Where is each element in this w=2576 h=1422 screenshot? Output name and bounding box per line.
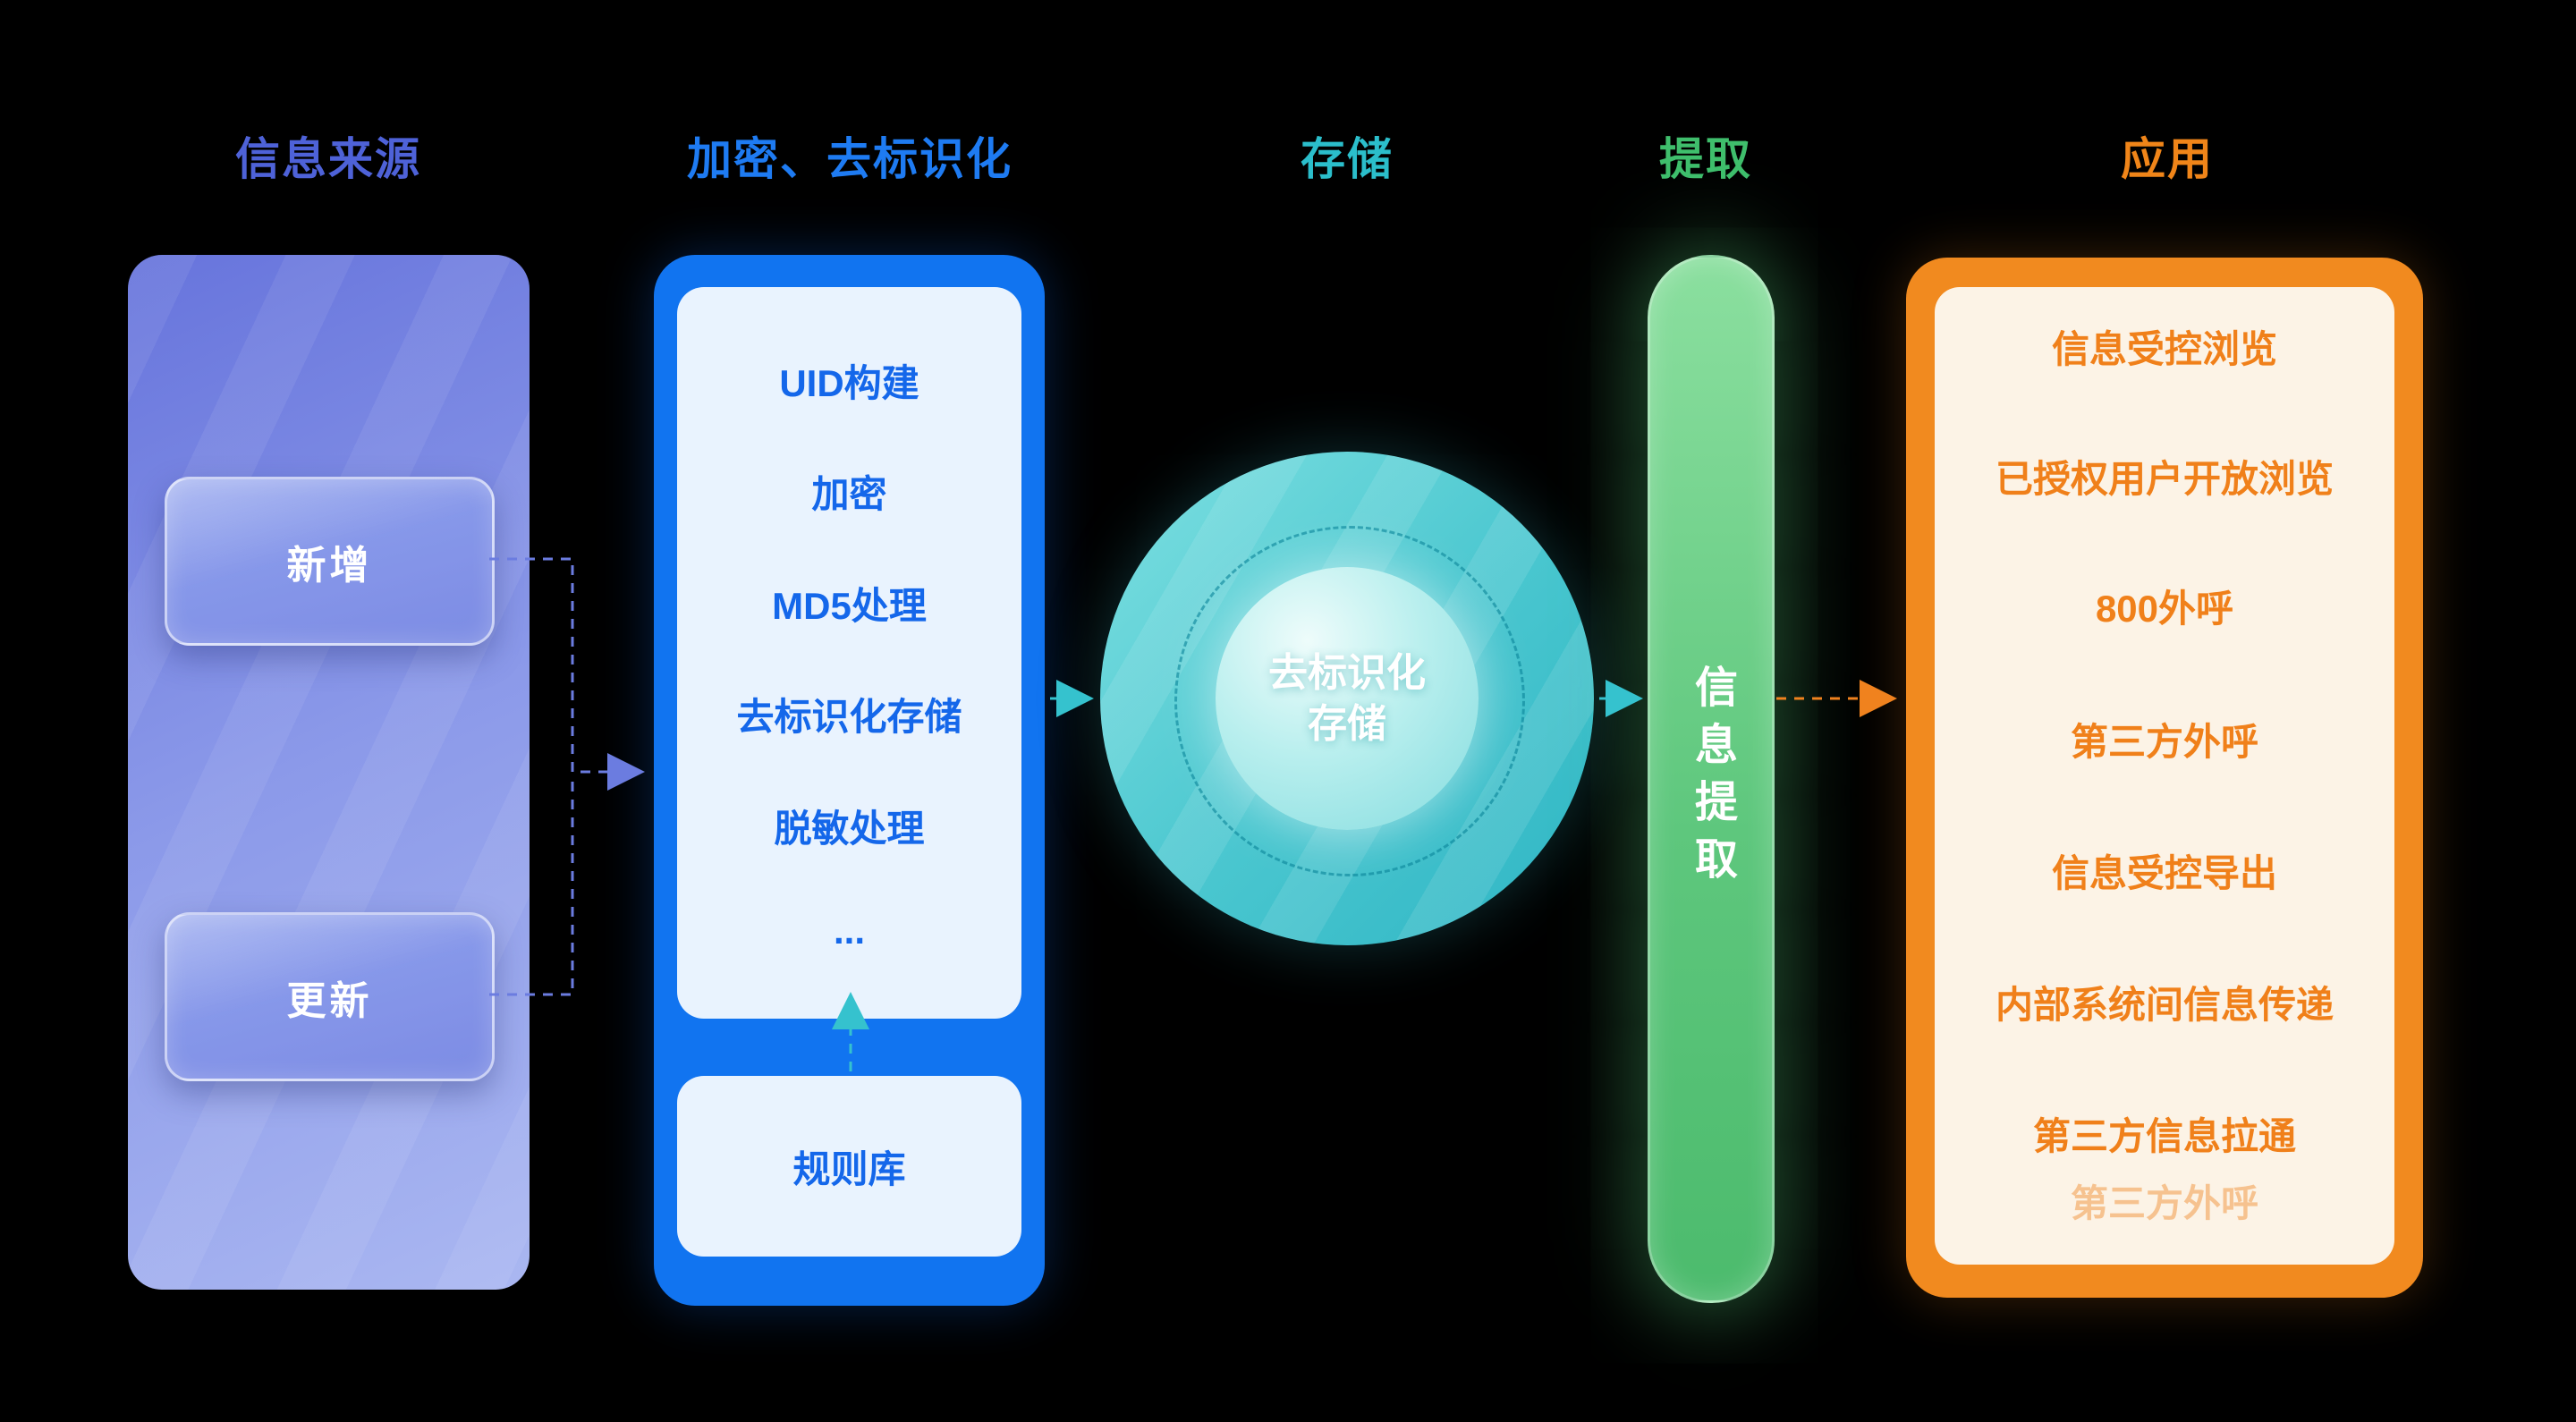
application-item: 信息受控浏览	[2051, 328, 2277, 370]
source-panel: 新增 更新	[128, 255, 530, 1290]
extraction-pill: 信息提取	[1648, 255, 1775, 1303]
application-item: 内部系统间信息传递	[1995, 984, 2334, 1026]
application-item: 信息受控导出	[2051, 852, 2277, 894]
source-node-add: 新增	[165, 477, 495, 646]
encryption-step-ellipsis: ...	[833, 910, 865, 952]
column-header-application: 应用	[2121, 134, 2214, 184]
encryption-step-list: UID构建 加密 MD5处理 去标识化存储 脱敏处理 ...	[677, 287, 1021, 1019]
column-header-source: 信息来源	[235, 134, 421, 184]
rulebase-node: 规则库	[677, 1076, 1021, 1257]
column-header-storage: 存储	[1301, 134, 1394, 184]
application-item: 第三方外呼	[2070, 721, 2258, 763]
application-item: 已授权用户开放浏览	[1995, 458, 2334, 500]
source-node-add-label: 新增	[286, 543, 373, 588]
source-node-update-label: 更新	[286, 978, 373, 1023]
storage-core-label-line1: 去标识化	[1268, 650, 1426, 695]
encryption-step: MD5处理	[772, 584, 927, 627]
column-header-extraction: 提取	[1659, 134, 1752, 184]
application-item-partial: 第三方外呼	[2070, 1182, 2258, 1224]
source-node-update: 更新	[165, 912, 495, 1081]
storage-core-node: 去标识化 存储	[1216, 567, 1479, 830]
encryption-step: 脱敏处理	[774, 807, 925, 850]
extraction-label: 信息提取	[1688, 664, 1735, 893]
application-item-list: 信息受控浏览 已授权用户开放浏览 800外呼 第三方外呼 信息受控导出 内部系统…	[1935, 287, 2394, 1265]
application-item: 第三方信息拉通	[2032, 1115, 2296, 1157]
application-item: 800外呼	[2095, 588, 2234, 630]
encryption-step: 去标识化存储	[736, 696, 962, 739]
encryption-panel: UID构建 加密 MD5处理 去标识化存储 脱敏处理 ... 规则库	[654, 255, 1045, 1306]
encryption-step: UID构建	[779, 361, 919, 404]
storage-dashed-ring	[1174, 526, 1525, 876]
rulebase-label: 规则库	[792, 1147, 906, 1190]
application-panel: 信息受控浏览 已授权用户开放浏览 800外呼 第三方外呼 信息受控导出 内部系统…	[1906, 258, 2423, 1298]
encryption-step: 加密	[811, 473, 887, 516]
storage-core-label-line2: 存储	[1308, 702, 1386, 746]
column-header-encryption: 加密、去标识化	[687, 134, 1013, 184]
